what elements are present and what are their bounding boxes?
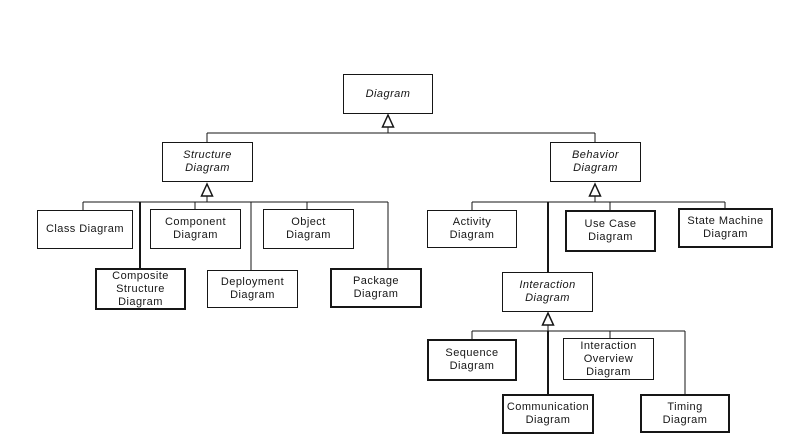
node-label-communication-diagram: Communication Diagram xyxy=(506,401,590,426)
node-use-case-diagram: Use Case Diagram xyxy=(565,210,656,252)
node-label-deployment-diagram: Deployment Diagram xyxy=(220,276,285,301)
generalization-arrow-icon xyxy=(381,113,395,128)
node-label-package-diagram: Package Diagram xyxy=(353,275,399,300)
node-class-diagram: Class Diagram xyxy=(37,210,133,249)
node-label-diagram: Diagram xyxy=(365,87,411,100)
node-communication-diagram: Communication Diagram xyxy=(502,394,594,434)
node-label-timing-diagram: Timing Diagram xyxy=(662,400,708,426)
node-label-class-diagram: Class Diagram xyxy=(46,223,124,235)
node-label-behavior-diagram: Behavior Diagram xyxy=(571,149,619,174)
node-label-state-machine-diagram: State Machine Diagram xyxy=(687,215,764,240)
node-label-composite-structure-diagram: Composite Structure Diagram xyxy=(112,269,169,308)
node-object-diagram: Object Diagram xyxy=(263,209,354,249)
node-package-diagram: Package Diagram xyxy=(330,268,422,308)
node-timing-diagram: Timing Diagram xyxy=(640,394,730,433)
node-interaction-diagram: Interaction Diagram xyxy=(502,272,593,312)
node-label-use-case-diagram: Use Case Diagram xyxy=(584,218,637,243)
node-diagram: Diagram xyxy=(343,74,433,114)
generalization-arrow-icon xyxy=(541,311,555,326)
node-composite-structure-diagram: Composite Structure Diagram xyxy=(95,268,186,310)
node-deployment-diagram: Deployment Diagram xyxy=(207,270,298,308)
node-state-machine-diagram: State Machine Diagram xyxy=(678,208,773,248)
node-component-diagram: Component Diagram xyxy=(150,209,241,249)
node-sequence-diagram: Sequence Diagram xyxy=(427,339,517,381)
node-label-object-diagram: Object Diagram xyxy=(286,216,331,241)
node-activity-diagram: Activity Diagram xyxy=(427,210,517,248)
node-label-interaction-diagram: Interaction Diagram xyxy=(519,279,576,304)
node-label-activity-diagram: Activity Diagram xyxy=(449,216,495,241)
node-label-component-diagram: Component Diagram xyxy=(165,216,226,241)
node-label-sequence-diagram: Sequence Diagram xyxy=(445,347,499,372)
node-label-interaction-overview-diagram: Interaction Overview Diagram xyxy=(580,339,637,378)
node-behavior-diagram: Behavior Diagram xyxy=(550,142,641,182)
generalization-arrow-icon xyxy=(200,182,214,197)
node-interaction-overview-diagram: Interaction Overview Diagram xyxy=(563,338,654,380)
node-label-structure-diagram: Structure Diagram xyxy=(183,149,232,174)
node-structure-diagram: Structure Diagram xyxy=(162,142,253,182)
generalization-arrow-icon xyxy=(588,182,602,197)
